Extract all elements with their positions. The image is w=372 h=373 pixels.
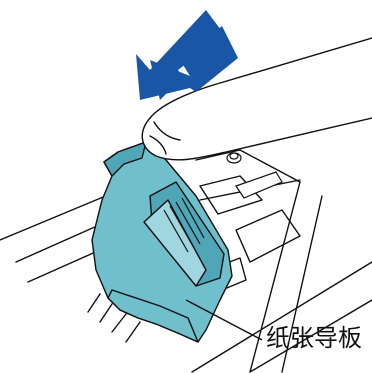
- finger: [141, 37, 372, 161]
- callout-leader-line: [185, 299, 263, 341]
- device-parts: [226, 152, 283, 199]
- callout-label: 纸张导板: [266, 324, 362, 352]
- device-body: [0, 149, 372, 373]
- paper-guide[interactable]: [91, 141, 233, 343]
- arrow-down-left-icon: [136, 10, 238, 100]
